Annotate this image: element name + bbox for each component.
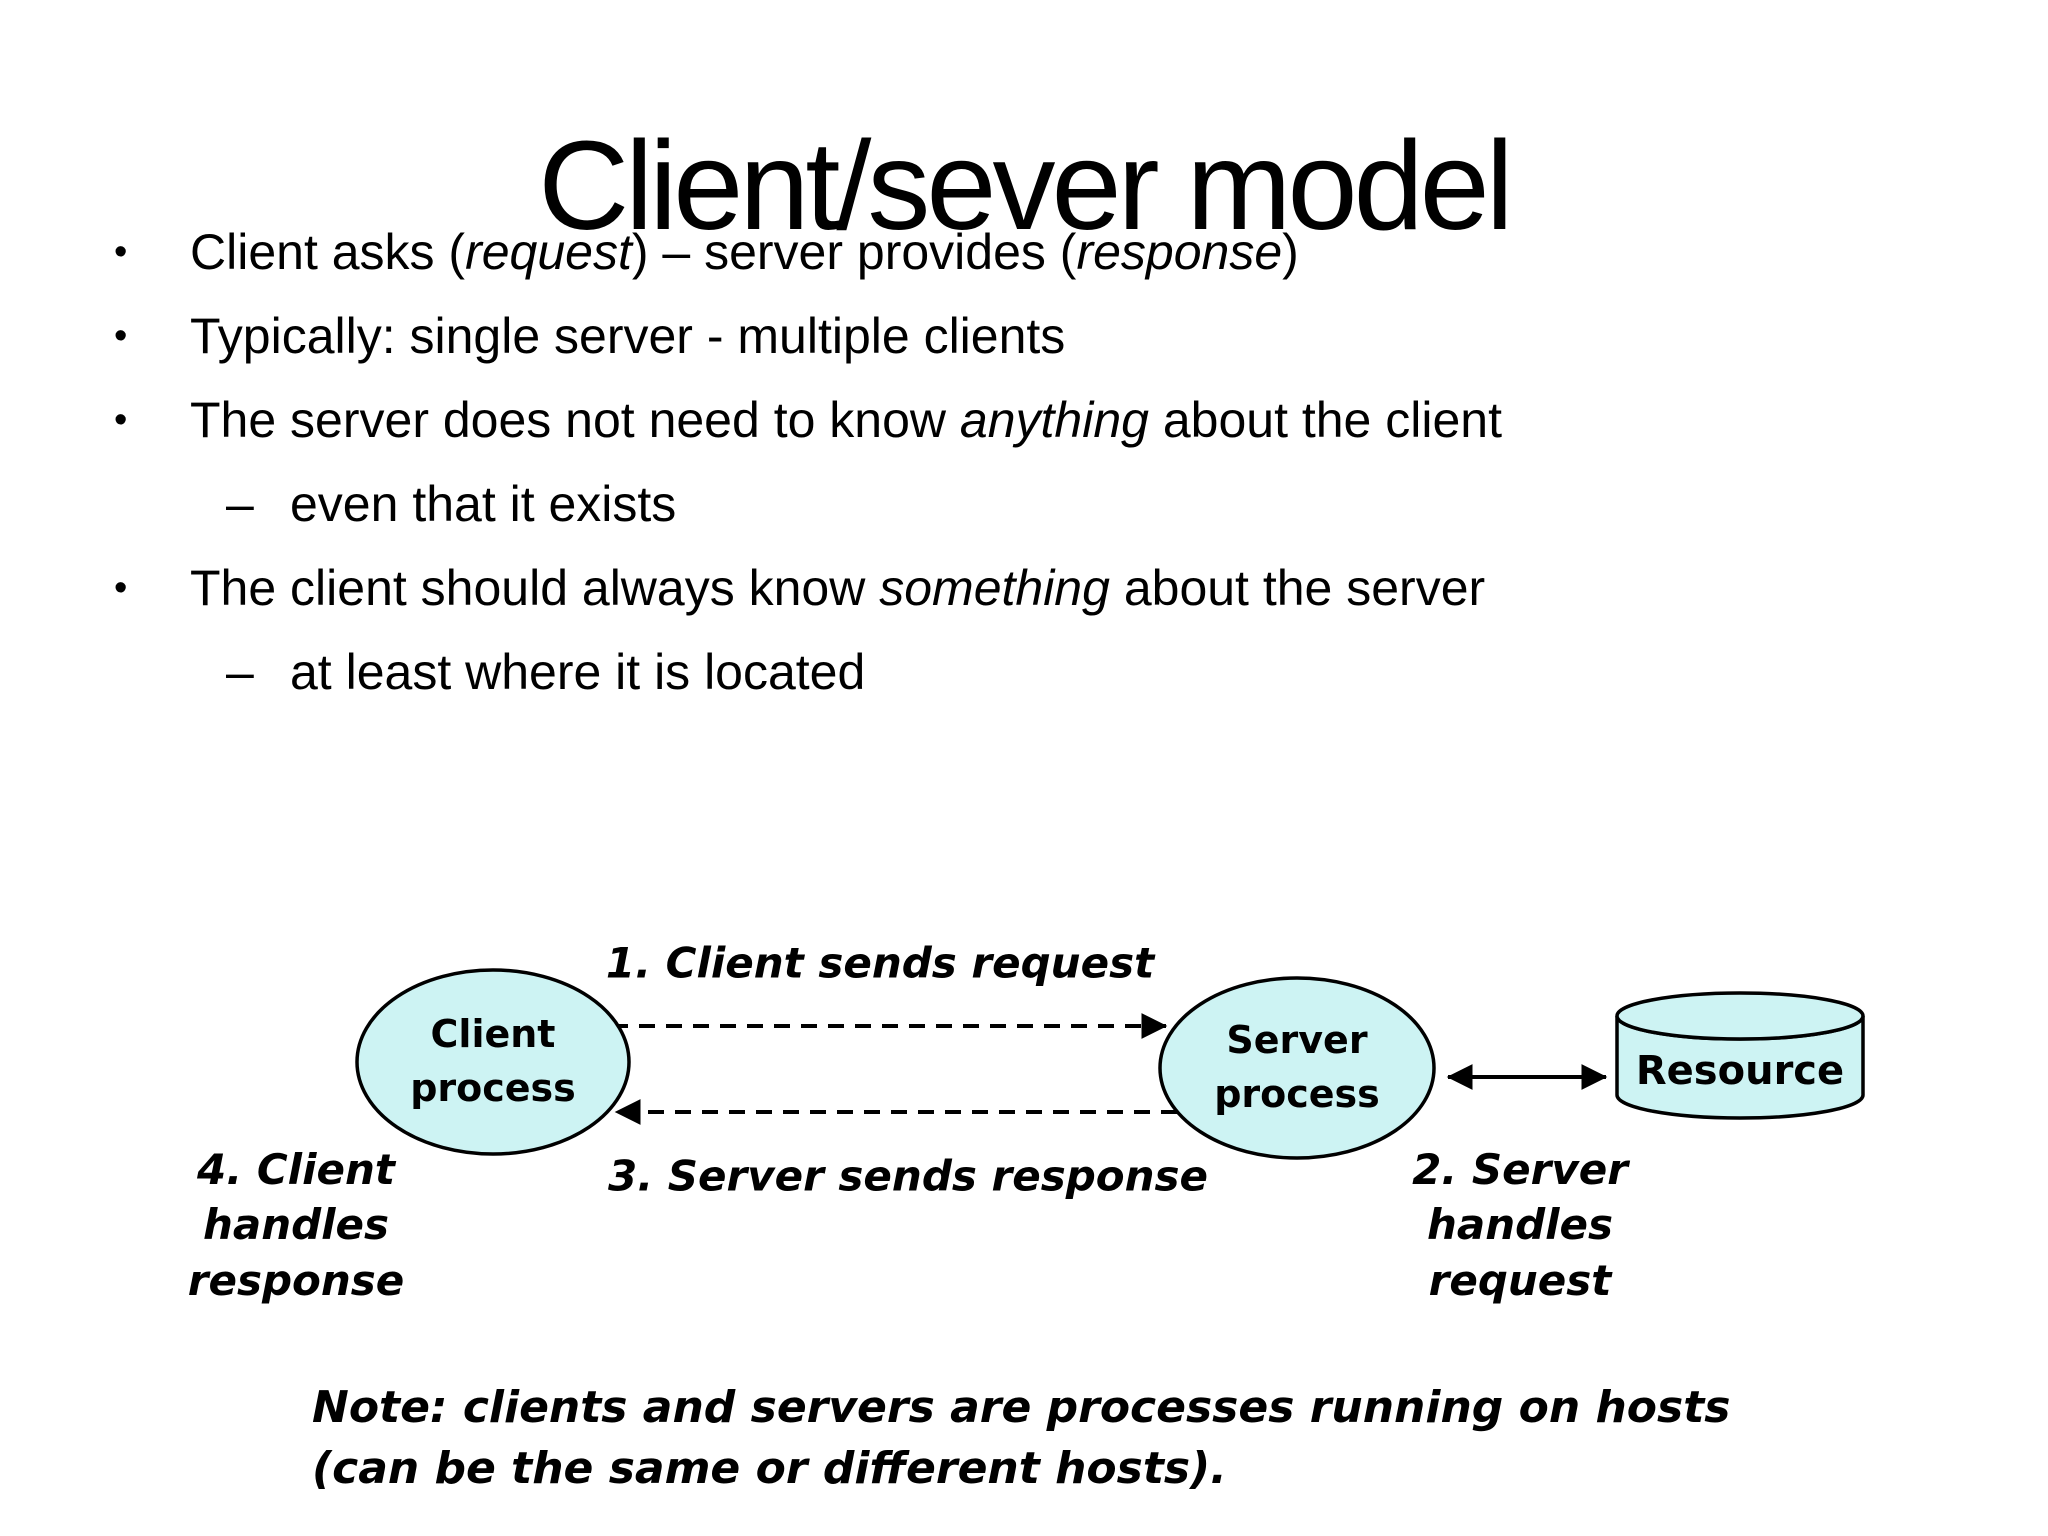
bullet-text: Client asks (request) – server provides …: [190, 224, 1299, 280]
bullet-item-2: • Typically: single server - multiple cli…: [0, 294, 2008, 378]
bullet-list: • Client asks (request) – server provides…: [0, 210, 2008, 714]
bullet-marker: –: [226, 644, 254, 700]
client-process-ellipse: [355, 968, 631, 1156]
resource-label: Resource: [1635, 1048, 1845, 1094]
server-process-ellipse: [1158, 976, 1436, 1160]
bullet-item-4: • The client should always know something…: [0, 546, 2008, 630]
bullet-marker: •: [114, 230, 128, 273]
step1-label: 1. Client sends request: [605, 938, 1155, 988]
step3-label: 3. Server sends response: [607, 1151, 1209, 1201]
server-process-label: Server process: [1214, 1018, 1380, 1116]
bullet-subitem-1: –even that it exists: [0, 462, 2008, 546]
bullet-item-1: • Client asks (request) – server provides…: [0, 210, 2008, 294]
bullet-marker: •: [114, 314, 128, 357]
page-title: Client/sever model: [538, 115, 1513, 257]
bullet-subitem-2: –at least where it is located: [0, 630, 2008, 714]
step2-label: 2. Server handles request: [1412, 1144, 1628, 1305]
bullet-marker: •: [114, 398, 128, 441]
note-text: Note: clients and servers are processes …: [312, 1382, 1731, 1494]
bullet-marker: •: [114, 566, 128, 609]
bullet-text: The server does not need to know anythin…: [190, 392, 1502, 448]
client-process-label: Client process: [410, 1012, 576, 1110]
bullet-text: Typically: single server - multiple clie…: [190, 308, 1066, 364]
bullet-marker: –: [226, 476, 254, 532]
bullet-text: even that it exists: [290, 476, 677, 532]
resource-cylinder-top: [1615, 991, 1865, 1041]
step4-label: 4. Client handles response: [187, 1144, 405, 1305]
bullet-item-3: • The server does not need to know anythi…: [0, 378, 2008, 462]
bullet-text: The client should always know something …: [190, 560, 1486, 616]
bullet-text: at least where it is located: [290, 644, 866, 700]
